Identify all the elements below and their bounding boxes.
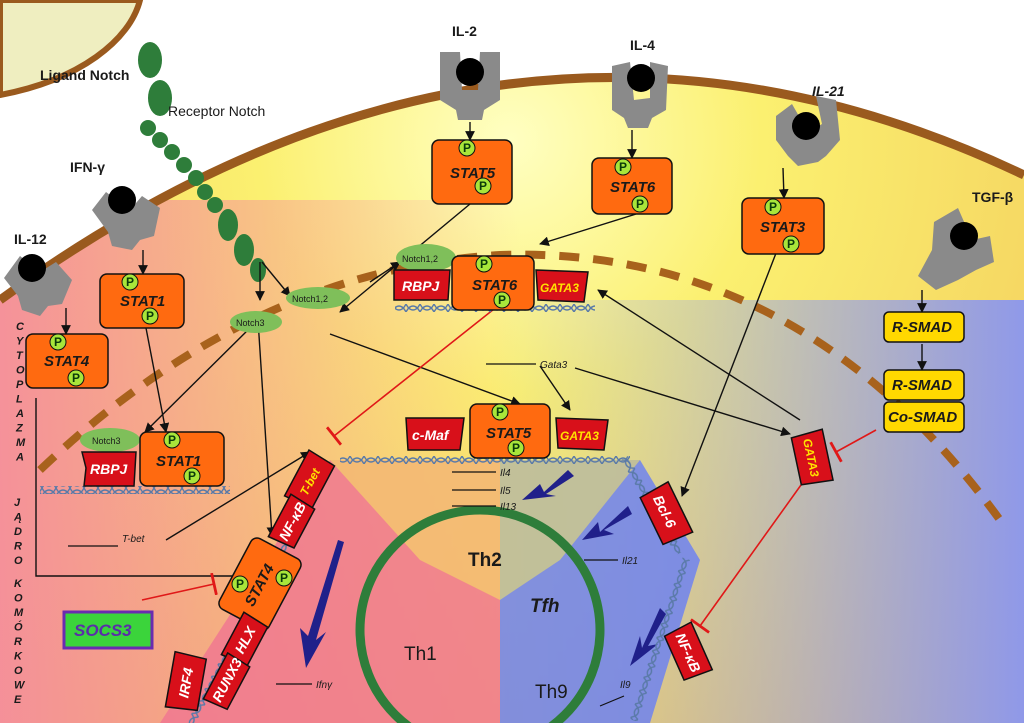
gene-labels: Gata3 T-bet Il4 Il5 Il13 Il21 Il9 Ifnγ (68, 360, 638, 707)
svg-text:P: P (636, 197, 644, 211)
neighbor-cell (0, 0, 144, 99)
ifng-label: IFN-γ (70, 159, 105, 175)
receptor-tgfb (918, 208, 994, 290)
notch-receptor (138, 42, 266, 282)
stat6-cytoplasmic: STAT6 P P (591, 157, 673, 215)
svg-text:P: P (236, 577, 244, 591)
svg-text:STAT6: STAT6 (472, 277, 518, 294)
svg-text:P: P (463, 141, 471, 155)
tfh-label: Tfh (530, 596, 560, 617)
svg-text:P: P (280, 571, 288, 585)
svg-text:RBPJ: RBPJ (90, 461, 129, 477)
stat5-cytoplasmic: STAT5 P P (431, 139, 513, 205)
stat3-cytoplasmic: STAT3 P P (741, 197, 825, 255)
th1-label: Th1 (404, 644, 437, 665)
svg-text:Notch1,2: Notch1,2 (402, 254, 438, 264)
svg-text:STAT5: STAT5 (450, 165, 496, 182)
svg-text:P: P (54, 335, 62, 349)
notch12-cytoplasmic: Notch1,2 (286, 287, 350, 309)
r-smad-box: R-SMAD (883, 311, 965, 343)
svg-text:P: P (188, 469, 196, 483)
il21-label: IL-21 (812, 83, 845, 99)
il4-label: IL-4 (630, 37, 655, 53)
svg-text:Il4: Il4 (500, 468, 511, 479)
th1-transcription-factors: T-bet NF-κB STAT4 P P HLX RUNX3 IRF4 (164, 448, 336, 712)
receptor-il2 (440, 52, 500, 120)
dna-strand (40, 486, 230, 494)
notch3-cytoplasmic: Notch3 (230, 311, 282, 333)
svg-text:Ifnγ: Ifnγ (316, 680, 333, 691)
th2-label: Th2 (468, 550, 502, 571)
svg-text:P: P (498, 293, 506, 307)
svg-text:P: P (72, 371, 80, 385)
svg-text:STAT3: STAT3 (760, 219, 806, 236)
stat4-cytoplasmic: STAT4 P P (25, 333, 109, 389)
svg-text:P: P (496, 405, 504, 419)
receptor-il12 (4, 254, 72, 316)
blue-arrows (300, 470, 666, 668)
inhibition-lines (141, 289, 877, 634)
svg-text:P: P (512, 441, 520, 455)
svg-text:Gata3: Gata3 (540, 360, 568, 371)
svg-text:Notch1,2: Notch1,2 (292, 294, 328, 304)
svg-text:SOCS3: SOCS3 (74, 621, 132, 640)
il2-label: IL-2 (452, 23, 477, 39)
stat1-cytoplasmic: STAT1 P P (99, 273, 185, 329)
svg-text:R-SMAD: R-SMAD (892, 377, 952, 394)
svg-text:IRF4: IRF4 (175, 666, 196, 699)
svg-text:c-Maf: c-Maf (412, 427, 450, 443)
stat5-nuclear-complex: c-Maf STAT5 P P GATA3 (405, 403, 609, 459)
bcl6-factor: Bcl-6 (639, 480, 694, 546)
nuclear-membrane (37, 250, 1004, 523)
ligand-notch-label: Ligand Notch (40, 67, 129, 83)
svg-text:STAT6: STAT6 (610, 179, 656, 196)
svg-text:Il9: Il9 (620, 680, 631, 691)
svg-text:P: P (479, 179, 487, 193)
svg-text:Il5: Il5 (500, 486, 511, 497)
receptor-il21 (776, 96, 840, 166)
svg-text:P: P (168, 433, 176, 447)
smad-complex: R-SMAD Co-SMAD (883, 369, 965, 433)
svg-text:P: P (146, 309, 154, 323)
stat6-nuclear-complex: Notch1,2 RBPJ STAT6 P P GATA3 (393, 244, 589, 311)
svg-text:STAT1: STAT1 (156, 453, 201, 470)
th9-label: Th9 (535, 682, 568, 703)
svg-text:STAT1: STAT1 (120, 293, 165, 310)
svg-text:GATA3: GATA3 (540, 281, 579, 295)
svg-text:P: P (787, 237, 795, 251)
receptor-notch-label: Receptor Notch (168, 103, 265, 119)
svg-text:T-bet: T-bet (122, 534, 146, 545)
svg-text:Notch3: Notch3 (92, 436, 121, 446)
svg-text:STAT5: STAT5 (486, 425, 532, 442)
svg-text:GATA3: GATA3 (560, 429, 599, 443)
svg-text:R-SMAD: R-SMAD (892, 319, 952, 336)
socs3-box: SOCS3 (62, 610, 154, 650)
signal-arrows (35, 122, 927, 581)
svg-text:Notch3: Notch3 (236, 318, 265, 328)
gata3-cytoplasmic: GATA3 (790, 428, 834, 486)
svg-text:P: P (619, 160, 627, 174)
svg-text:STAT4: STAT4 (44, 353, 90, 370)
receptor-il4 (612, 62, 668, 128)
receptor-ifng (92, 186, 160, 250)
svg-text:P: P (126, 275, 134, 289)
nfkb-th9: NF-κB (663, 621, 714, 681)
tgfb-label: TGF-β (972, 189, 1014, 205)
svg-text:P: P (480, 257, 488, 271)
svg-text:Il13: Il13 (500, 502, 517, 513)
svg-text:P: P (769, 200, 777, 214)
svg-text:RBPJ: RBPJ (402, 278, 441, 294)
svg-text:Il21: Il21 (622, 556, 638, 567)
stat1-nuclear-complex: Notch3 RBPJ STAT1 P P (80, 428, 225, 487)
il12-label: IL-12 (14, 231, 47, 247)
differentiation-circle (355, 505, 605, 723)
svg-text:Co-SMAD: Co-SMAD (888, 409, 957, 426)
dna-strand (340, 456, 630, 464)
